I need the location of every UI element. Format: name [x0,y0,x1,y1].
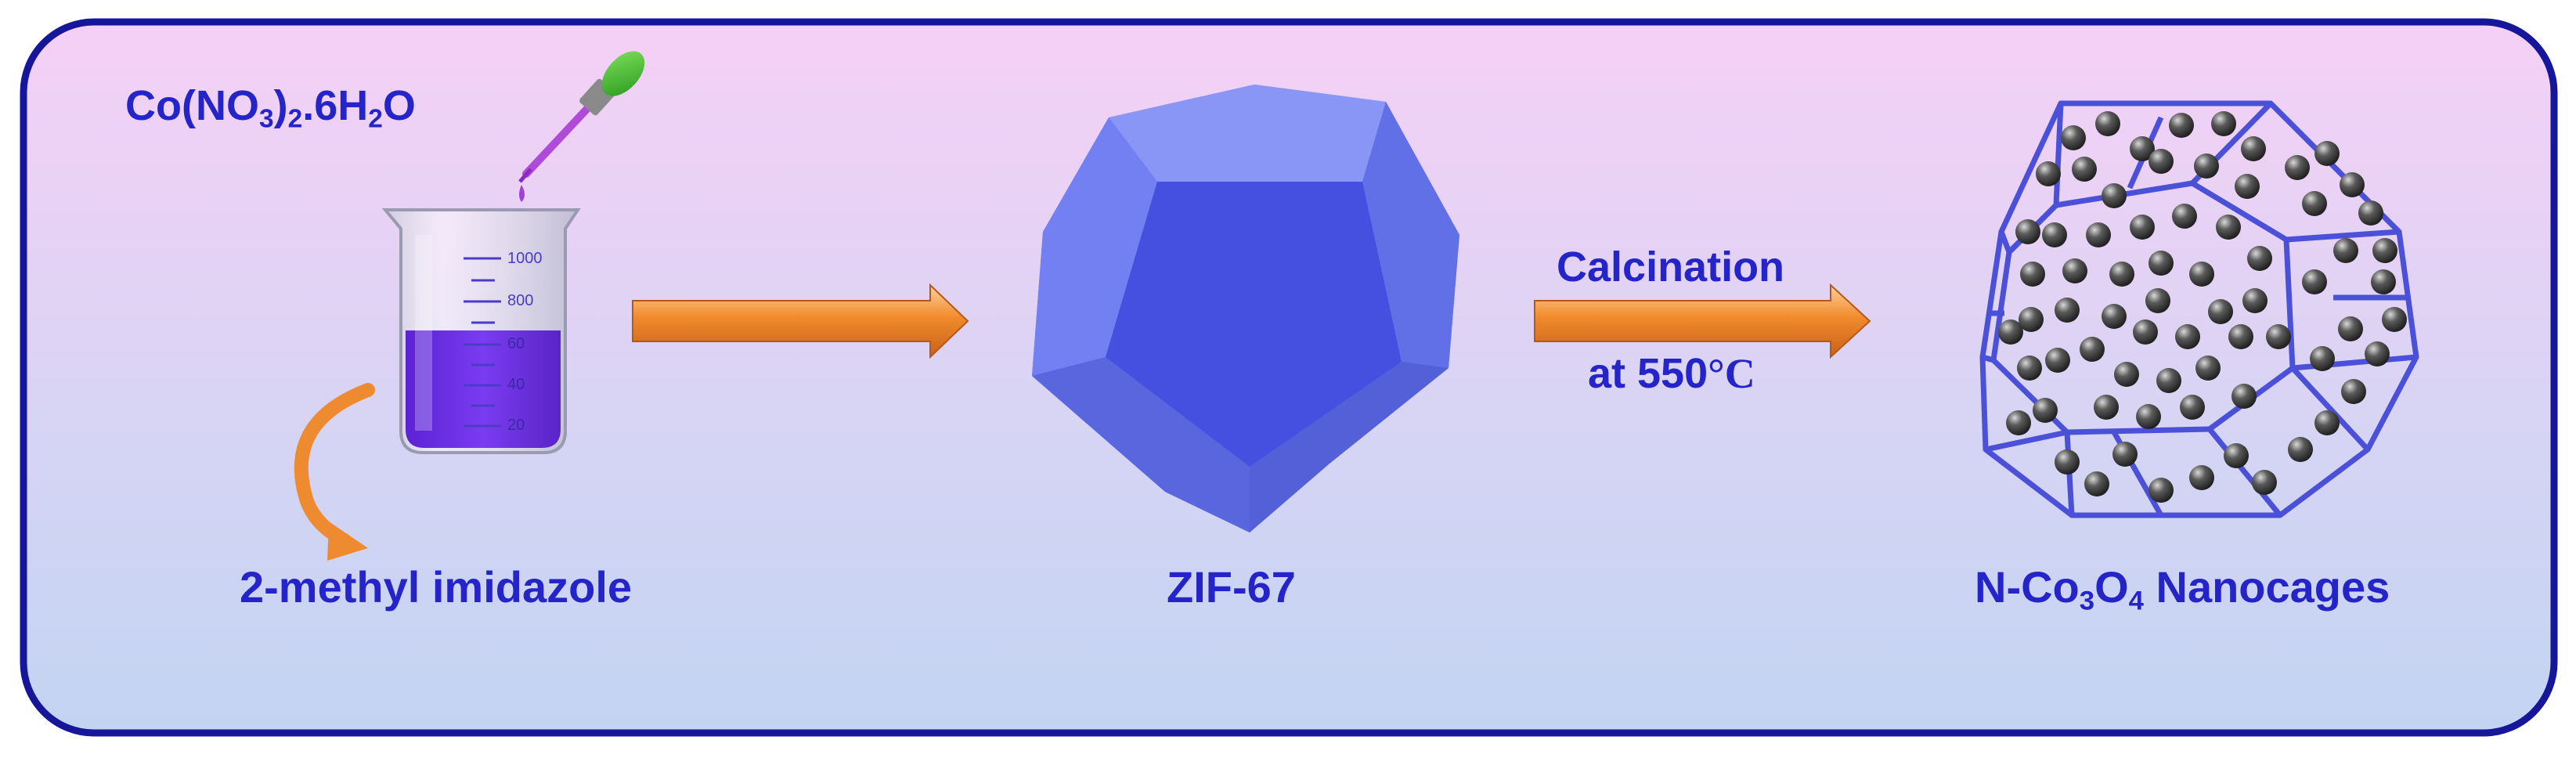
nanoparticle [2310,346,2335,371]
nanoparticle [2314,410,2340,435]
zif67-crystal-icon [1032,85,1459,532]
nanoparticle [2145,288,2170,313]
nanoparticle [2062,258,2087,283]
nanoparticle [2175,324,2200,349]
nanoparticle [2017,356,2042,381]
nanoparticle [2189,262,2214,287]
nanoparticle [2109,262,2134,287]
nanoparticle [2055,449,2080,475]
nanoparticle [2224,443,2249,468]
nanocage-icon [1979,100,2419,518]
nanoparticle [2061,125,2086,150]
nanoparticle [2130,136,2155,161]
nanoparticle [2033,398,2058,423]
nanoparticle [1998,319,2023,345]
nanoparticle [2341,379,2366,404]
beaker-scale-mark: 60 [507,335,525,352]
nanoparticle [2094,395,2119,420]
beaker-scale-labels: 1000 800 60 40 20 [507,250,543,434]
nanoparticle [2130,215,2155,240]
beaker-scale-mark: 800 [507,292,533,309]
nanoparticle [2169,113,2194,138]
nanoparticle [2180,395,2205,420]
beaker-scale-mark: 20 [507,417,525,434]
nanoparticle [2382,307,2407,332]
nanoparticle [2302,269,2327,294]
nanoparticle [2314,141,2340,166]
nanoparticle [2136,404,2161,429]
nanoparticle [2148,478,2174,503]
product-label: N-Co3O4 Nanocages [1975,562,2390,616]
nanoparticle [2112,442,2138,467]
nanoparticle [2072,157,2097,182]
nanoparticle [2340,172,2365,197]
nanoparticle [2333,238,2358,263]
nanoparticle [2019,307,2044,332]
nanoparticle [2080,337,2105,362]
nanoparticle [2086,222,2111,247]
beaker-scale-mark: 1000 [507,250,543,267]
nanoparticle [2036,161,2061,186]
nanoparticle [2285,155,2310,180]
beaker-icon [381,208,581,454]
nanoparticle [2302,191,2327,216]
nanoparticle [2095,111,2120,136]
nanoparticle [2252,470,2277,495]
nanoparticle [2042,222,2067,247]
nanoparticle [2015,219,2040,244]
nanoparticle [2172,204,2197,229]
nanoparticle [2195,356,2221,381]
nanoparticle [2189,465,2214,490]
nanoparticle [2006,410,2031,435]
nanoparticle [2338,316,2363,341]
nanoparticle [2242,288,2268,313]
nanoparticle [2045,348,2070,373]
nanoparticle [2365,341,2390,366]
precursor-salt-label: Co(NO3)2.6H2O [125,82,416,134]
nanoparticle [2020,262,2045,287]
beaker-scale-mark: 40 [507,376,525,393]
nanoparticle [2133,319,2158,345]
curved-arrow-icon [294,383,375,561]
dropper-icon [518,51,645,202]
nanoparticle [2055,298,2080,323]
nanoparticle [2084,471,2109,496]
nanoparticle [2211,111,2236,136]
nanoparticle [2247,246,2272,271]
calcination-label: Calcination [1557,244,1785,291]
nanoparticle [2235,174,2260,199]
nanoparticle [2372,238,2397,263]
nanoparticle [2194,153,2219,179]
process-arrow-1 [632,283,969,359]
nanoparticle [2148,149,2174,174]
nanoparticle [2228,324,2253,349]
nanoparticle [2156,368,2181,393]
nanoparticle [2102,304,2127,329]
temperature-label: at 550°C [1588,350,1755,397]
nanoparticle [2288,437,2313,462]
nanoparticle [2208,299,2233,324]
nanoparticle [2114,362,2139,387]
nanoparticle [2102,183,2127,208]
process-arrow-2 [1534,283,1871,359]
nanoparticle [2371,269,2396,294]
nanoparticle [2266,324,2291,349]
nanoparticle [2231,384,2257,409]
nanoparticle [2148,251,2174,276]
nanoparticle [2241,136,2266,161]
nanoparticle [2358,200,2383,226]
additive-label: 2-methyl imidazole [240,562,633,612]
nanoparticle [2216,215,2241,240]
intermediate-label: ZIF-67 [1167,562,1296,612]
